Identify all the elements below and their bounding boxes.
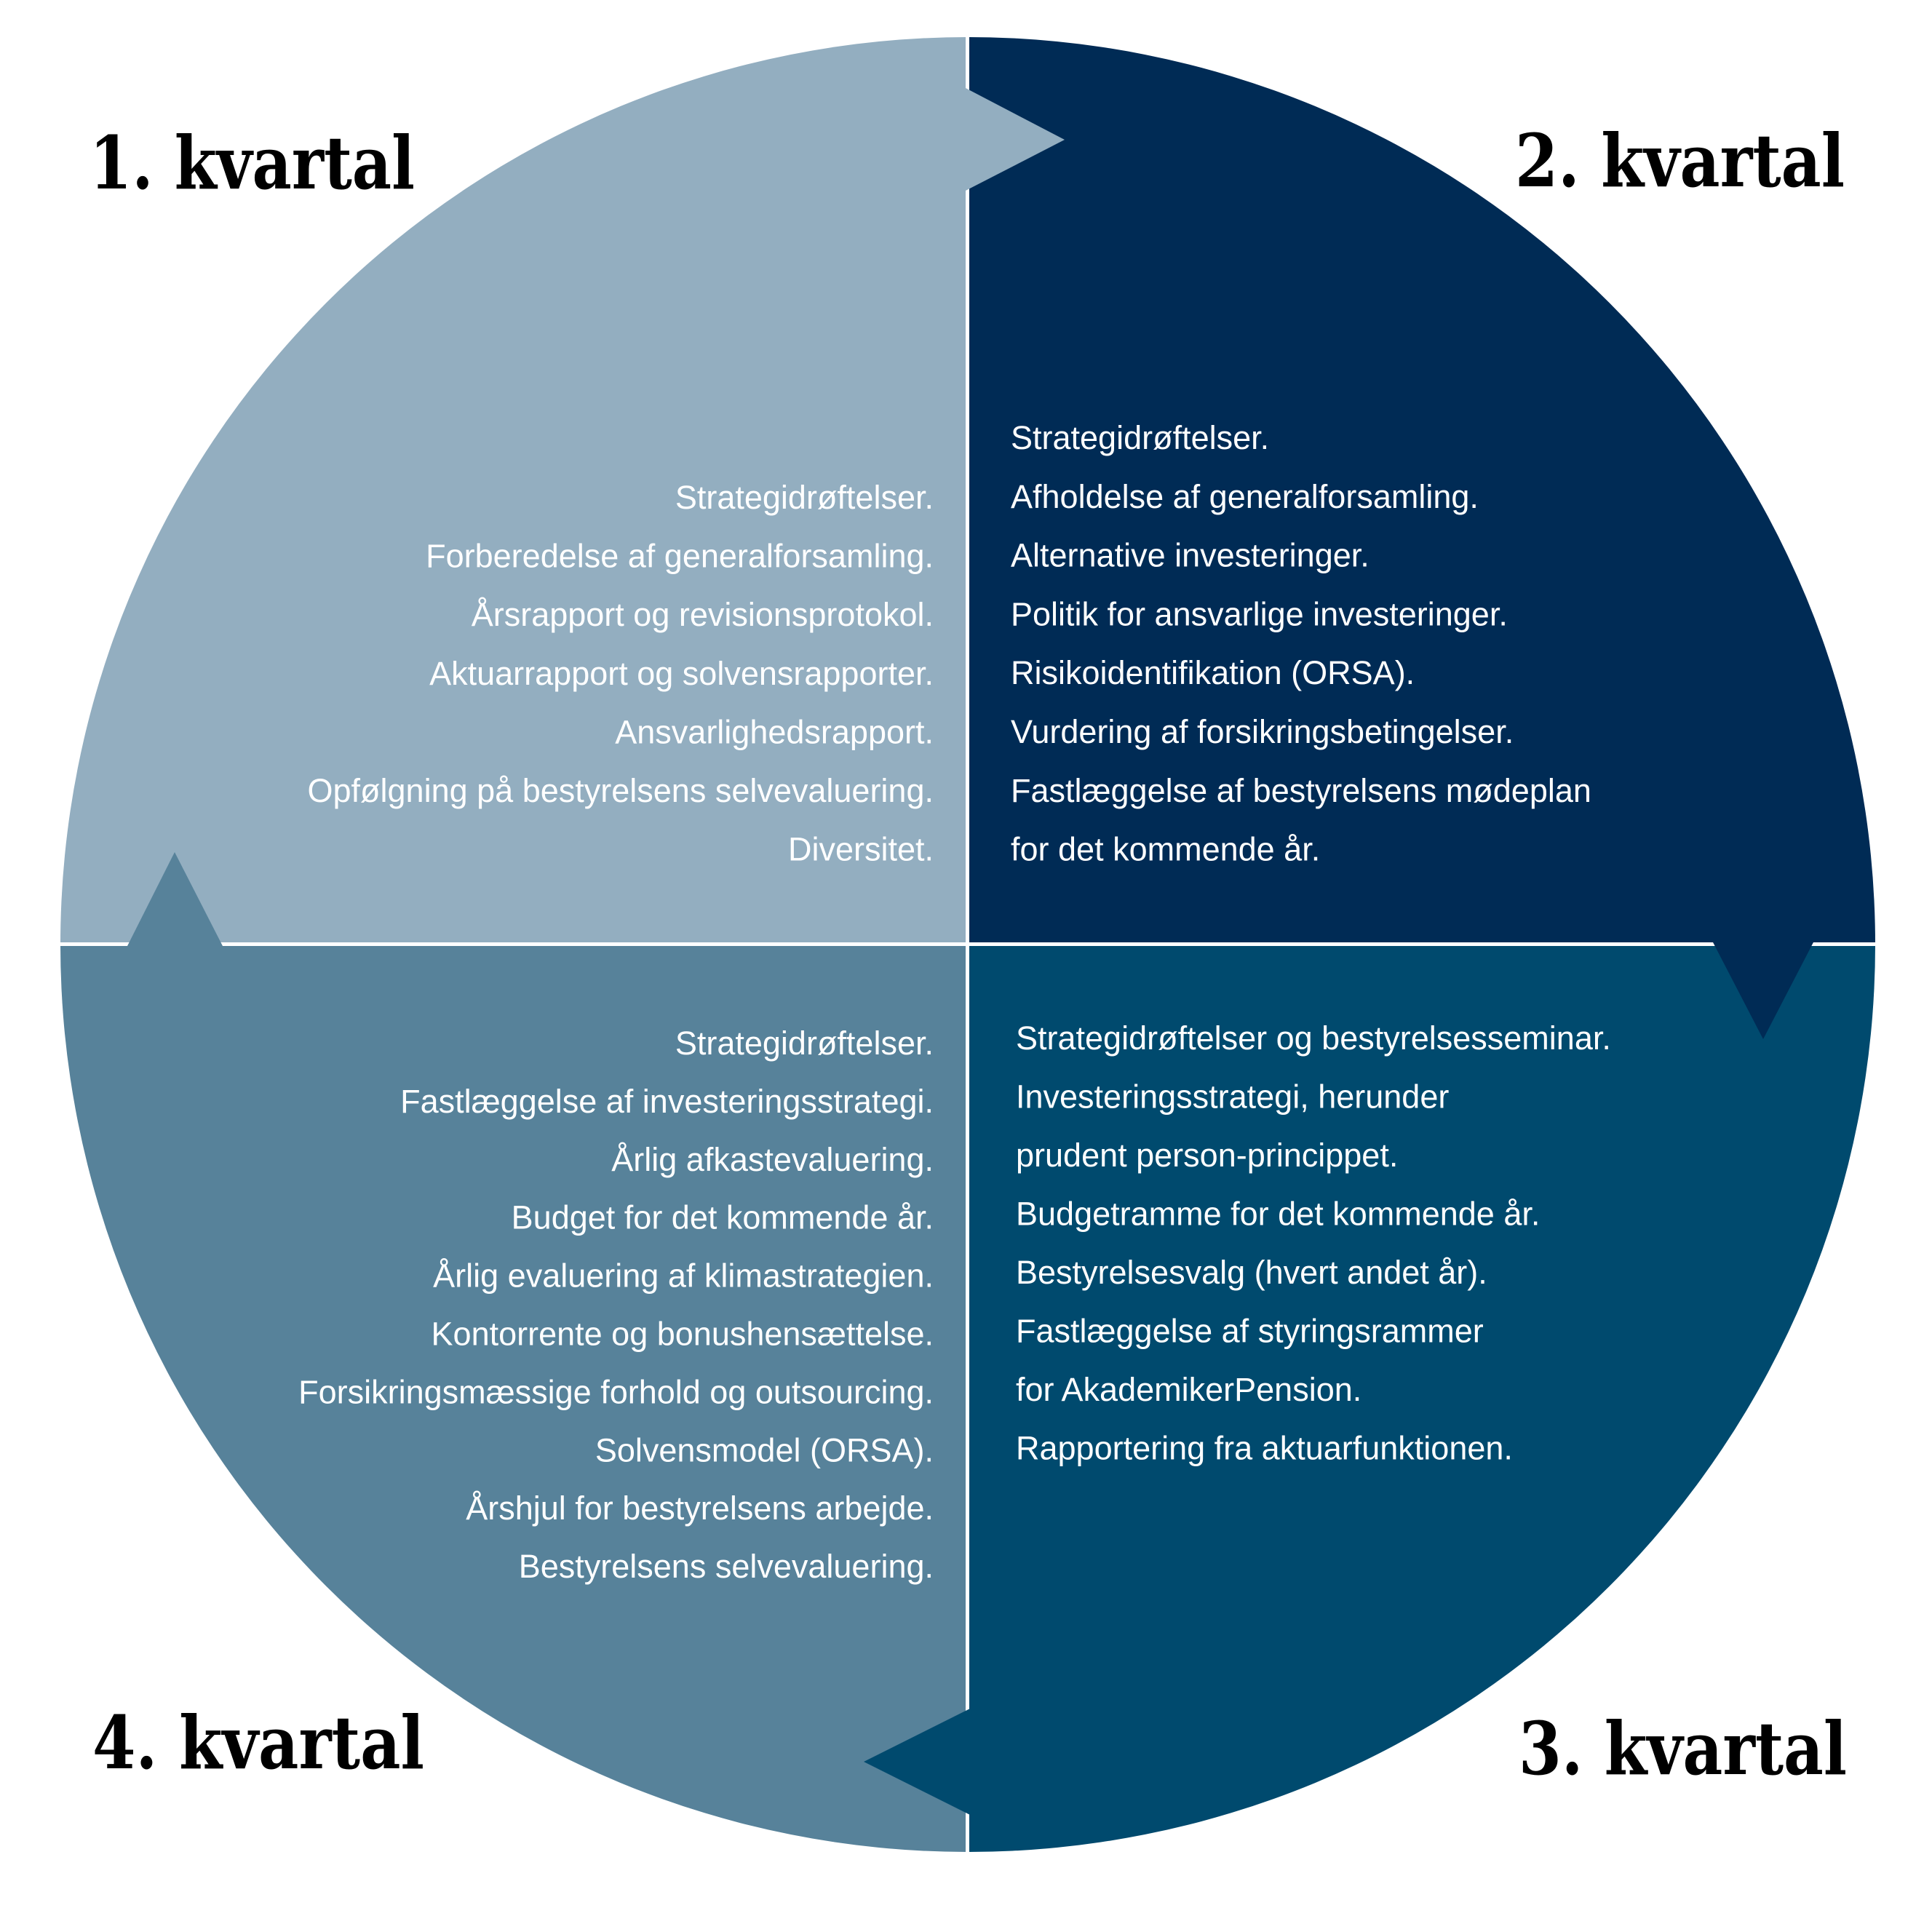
quarter-3-item: Budgetramme for det kommende år. [1016,1196,1540,1233]
horizontal-divider [51,942,1885,946]
quarter-4-item: Årlig afkastevaluering. [611,1141,934,1178]
quarter-4-item: Solvensmodel (ORSA). [595,1431,934,1468]
arrow-left-icon [864,1708,971,1816]
quarter-1-item: Ansvarlighedsrapport. [615,713,934,750]
quarter-2-item: Alternative investeringer. [1011,537,1370,574]
quarter-2-item: Politik for ansvarlige investeringer. [1011,595,1508,632]
quarter-3-item: Strategidrøftelser og bestyrelsesseminar… [1016,1019,1611,1057]
quarter-4-items: Strategidrøftelser. Fastlæggelse af inves… [298,1025,934,1585]
quarter-2-items: Strategidrøftelser. Afholdelse af general… [1011,419,1591,868]
quarter-4-item: Årlig evaluering af klimastrategien. [433,1257,934,1295]
quarter-3-item: Bestyrelsesvalg (hvert andet år). [1016,1254,1487,1291]
quarter-4-sector [60,945,968,1852]
quarter-4-item: Strategidrøftelser. [675,1025,934,1062]
quarter-4-item: Årshjul for bestyrelsens arbejde. [466,1490,934,1527]
quarter-3-items: Strategidrøftelser og bestyrelsesseminar… [1016,1019,1611,1467]
quarter-1-items: Strategidrøftelser. Forberedelse af gener… [308,479,934,868]
quarter-4-item: Bestyrelsens selvevaluering. [519,1548,934,1585]
quarter-3-item: Rapportering fra aktuarfunktionen. [1016,1430,1513,1467]
quarter-1-item: Strategidrøftelser. [675,479,934,516]
quarter-3-item: prudent person-princippet. [1016,1137,1398,1174]
arrow-up-icon [127,852,223,947]
quarter-3-sector [968,945,1875,1852]
quarter-3-item: Investeringsstrategi, herunder [1016,1078,1449,1116]
quarter-2-item: Vurdering af forsikringsbetingelser. [1011,713,1514,750]
quarter-3-item: for AkademikerPension. [1016,1371,1361,1408]
quarter-4-item: Fastlæggelse af investeringsstrategi. [400,1083,934,1120]
quarter-4-item: Kontorrente og bonushensættelse. [432,1316,934,1353]
quarter-1-sector [60,37,968,945]
quarter-4-item: Forsikringsmæssige forhold og outsourcin… [298,1373,934,1410]
quarter-1-item: Diversitet. [788,831,934,868]
quarter-2-item: for det kommende år. [1011,831,1320,868]
quarter-2-item: Risikoidentifikation (ORSA). [1011,654,1415,691]
quarter-3-item: Fastlæggelse af styringsrammer [1016,1313,1484,1350]
quarter-2-item: Afholdelse af generalforsamling. [1011,478,1479,515]
quarter-1-item: Årsrapport og revisionsprotokol. [472,596,934,633]
arrow-down-icon [1712,941,1814,1039]
quarter-1-heading: 1. kvartal [90,120,415,206]
quarter-1-item: Forberedelse af generalforsamling. [426,538,934,575]
quarter-4-heading: 4. kvartal [92,1700,424,1786]
quarter-1-item: Aktuarrapport og solvensrapporter. [429,655,934,692]
arrow-right-icon [964,87,1065,191]
quarter-4-item: Budget for det kommende år. [512,1199,934,1236]
quarter-2-item: Fastlæggelse af bestyrelsens mødeplan [1011,772,1591,809]
quarter-3-heading: 3. kvartal [1519,1706,1847,1792]
quarter-1-item: Opfølgning på bestyrelsens selvevaluerin… [308,772,934,809]
quarter-2-sector [968,37,1875,945]
quarter-2-item: Strategidrøftelser. [1011,419,1269,456]
quarter-2-heading: 2. kvartal [1515,118,1845,204]
